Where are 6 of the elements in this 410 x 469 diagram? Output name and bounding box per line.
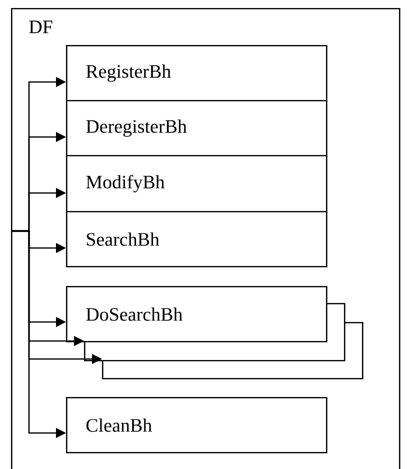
process-box: RegisterBh (66, 45, 328, 102)
process-box: CleanBh (66, 397, 328, 454)
process-box: ModifyBh (66, 155, 328, 212)
process-box: SearchBh (66, 211, 328, 268)
process-box: DoSearchBh (66, 286, 328, 342)
process-box: DeregisterBh (66, 100, 328, 156)
